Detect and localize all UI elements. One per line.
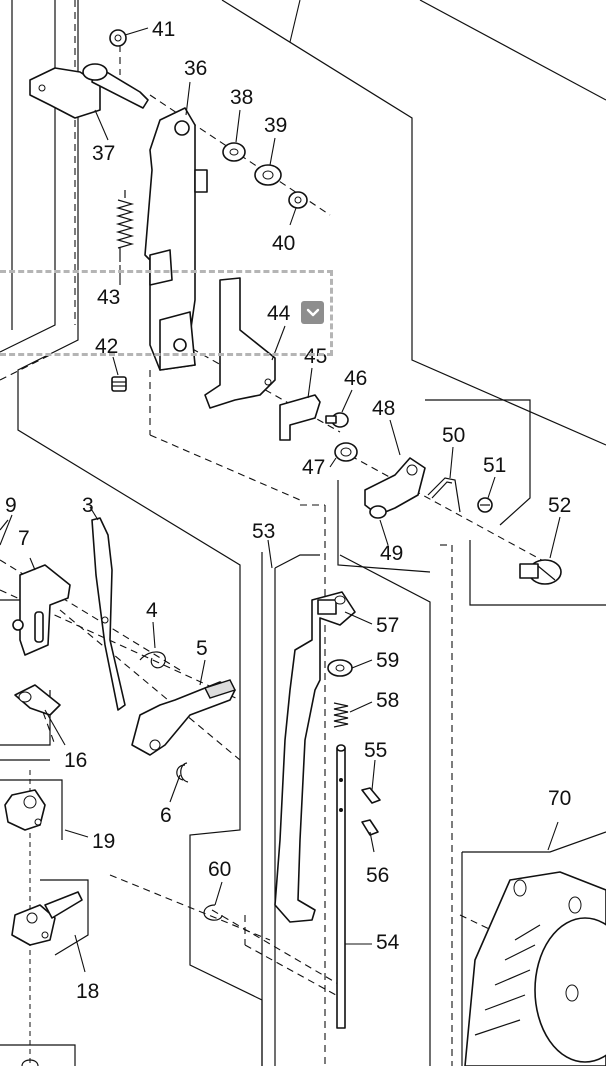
part-5-lever	[131, 679, 236, 756]
part-57-arm	[274, 591, 356, 923]
label-part-54: 54	[376, 931, 400, 954]
part-45-bracket	[279, 394, 321, 441]
selection-highlight-box[interactable]	[0, 270, 333, 356]
label-part-5: 5	[196, 637, 208, 660]
label-part-49: 49	[380, 542, 403, 565]
parts	[0, 29, 606, 1066]
label-part-3: 3	[82, 494, 94, 517]
label-part-52: 52	[548, 494, 571, 517]
label-part-57: 57	[376, 614, 399, 637]
part-55-pin	[361, 787, 381, 804]
label-part-53: 53	[252, 520, 275, 543]
part-18-collar	[11, 891, 83, 946]
part-40-star-washer	[288, 191, 308, 209]
label-part-43: 43	[97, 286, 120, 309]
part-47-washer	[334, 442, 358, 462]
label-part-39: 39	[264, 114, 287, 137]
label-part-48: 48	[372, 397, 395, 420]
part-3-lever	[91, 517, 126, 711]
part-70-motor	[464, 871, 606, 1066]
part-41-e-ring	[109, 29, 127, 47]
chevron-down-icon	[306, 308, 320, 318]
label-part-51: 51	[483, 454, 506, 477]
label-part-40: 40	[272, 232, 295, 255]
part-46-screw	[325, 412, 349, 428]
part-43-spring	[115, 190, 135, 262]
part-9-fragment	[0, 519, 9, 531]
label-part-4: 4	[146, 599, 158, 622]
part-bottom-fragment	[21, 1059, 39, 1066]
label-part-41: 41	[152, 18, 175, 41]
part-7-bracket	[0, 564, 71, 656]
part-44-plate	[204, 277, 276, 409]
part-6-e-ring	[176, 762, 189, 783]
part-42-set-screw	[111, 376, 127, 392]
label-part-47: 47	[302, 456, 325, 479]
label-part-46: 46	[344, 367, 367, 390]
label-part-19: 19	[92, 830, 115, 853]
label-part-45: 45	[304, 345, 327, 368]
label-part-18: 18	[76, 980, 99, 1003]
part-56-pin	[361, 819, 379, 836]
part-37-bracket	[29, 63, 149, 119]
label-part-7: 7	[18, 527, 30, 550]
part-58-spring	[333, 702, 349, 728]
label-part-70: 70	[548, 787, 571, 810]
selection-dropdown-button[interactable]	[301, 301, 324, 324]
label-part-16: 16	[64, 749, 87, 772]
part-51-screw	[477, 497, 493, 513]
leader-lines	[0, 0, 561, 973]
part-49-lever	[364, 457, 426, 519]
label-part-44: 44	[267, 302, 291, 325]
label-part-59: 59	[376, 649, 399, 672]
part-60-e-ring	[203, 904, 223, 921]
label-part-58: 58	[376, 689, 399, 712]
part-4-spring	[139, 651, 166, 669]
label-part-56: 56	[366, 864, 389, 887]
part-labels: 41 36 38 39 37 40 43 44 42 45 46 48 50 4…	[5, 18, 571, 1003]
label-part-50: 50	[442, 424, 465, 447]
part-52-knob-screw	[519, 559, 562, 585]
label-part-60: 60	[208, 858, 231, 881]
label-part-37: 37	[92, 142, 115, 165]
part-19-collar	[4, 789, 46, 831]
part-38-washer	[222, 142, 246, 162]
label-part-9: 9	[5, 494, 17, 517]
part-59-washer	[327, 659, 353, 677]
label-part-38: 38	[230, 86, 253, 109]
label-part-42: 42	[95, 335, 118, 358]
label-part-6: 6	[160, 804, 172, 827]
label-part-36: 36	[184, 57, 207, 80]
part-50-spring	[427, 477, 461, 513]
part-54-shaft	[336, 744, 346, 1029]
part-16-bracket	[14, 684, 61, 716]
part-39-washer	[254, 164, 282, 186]
label-part-55: 55	[364, 739, 387, 762]
